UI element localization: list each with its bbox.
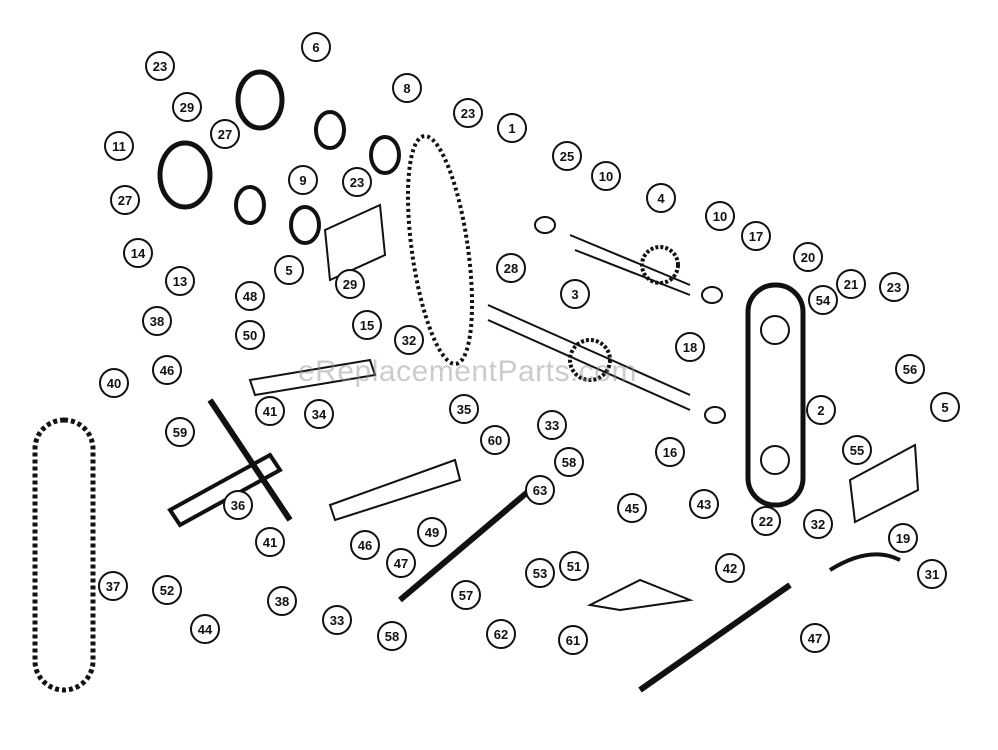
callout-9: 9	[288, 165, 318, 195]
callout-63: 63	[525, 475, 555, 505]
callout-52: 52	[152, 575, 182, 605]
callout-48: 48	[235, 281, 265, 311]
watermark: eReplacementParts.com	[298, 355, 637, 388]
callout-60: 60	[480, 425, 510, 455]
callout-6: 6	[301, 32, 331, 62]
callout-10: 10	[705, 201, 735, 231]
callout-13: 13	[165, 266, 195, 296]
callout-37: 37	[98, 571, 128, 601]
callout-36: 36	[223, 490, 253, 520]
plate-5	[323, 203, 387, 282]
callout-1: 1	[497, 113, 527, 143]
callout-45: 45	[617, 493, 647, 523]
callout-57: 57	[451, 580, 481, 610]
callout-46: 46	[152, 355, 182, 385]
link-34	[248, 358, 377, 397]
callout-31: 31	[917, 559, 947, 589]
callout-41: 41	[255, 527, 285, 557]
callout-17: 17	[741, 221, 771, 251]
callout-43: 43	[689, 489, 719, 519]
callout-22: 22	[751, 506, 781, 536]
callout-49: 49	[417, 517, 447, 547]
callout-15: 15	[352, 310, 382, 340]
callout-54: 54	[808, 285, 838, 315]
bearing-6	[235, 69, 285, 131]
rod-47-right	[638, 582, 792, 693]
callout-5: 5	[274, 255, 304, 285]
callout-32: 32	[394, 325, 424, 355]
callout-56: 56	[895, 354, 925, 384]
callout-28: 28	[496, 253, 526, 283]
callout-21: 21	[836, 269, 866, 299]
callout-3: 3	[560, 279, 590, 309]
callout-61: 61	[558, 625, 588, 655]
callout-46: 46	[350, 530, 380, 560]
callout-38: 38	[267, 586, 297, 616]
plate-5-right	[848, 443, 920, 524]
callout-58: 58	[554, 447, 584, 477]
callout-29: 29	[335, 269, 365, 299]
bearing-11	[157, 140, 213, 210]
callout-53: 53	[525, 558, 555, 588]
callout-38: 38	[142, 306, 172, 336]
shaft-3	[487, 304, 691, 411]
callout-47: 47	[800, 623, 830, 653]
callout-11: 11	[104, 131, 134, 161]
chain-left	[32, 417, 96, 693]
callout-10: 10	[591, 161, 621, 191]
chain-case-1	[405, 134, 475, 366]
callout-34: 34	[304, 399, 334, 429]
callout-23: 23	[145, 51, 175, 81]
callout-20: 20	[793, 242, 823, 272]
callout-23: 23	[342, 167, 372, 197]
callout-23: 23	[453, 98, 483, 128]
callout-19: 19	[888, 523, 918, 553]
callout-32: 32	[803, 509, 833, 539]
callout-58: 58	[377, 621, 407, 651]
callout-5: 5	[930, 392, 960, 422]
callout-33: 33	[322, 605, 352, 635]
callout-29: 29	[172, 92, 202, 122]
callout-8: 8	[392, 73, 422, 103]
callout-25: 25	[552, 141, 582, 171]
callout-16: 16	[655, 437, 685, 467]
callout-35: 35	[449, 394, 479, 424]
callout-14: 14	[123, 238, 153, 268]
callout-4: 4	[646, 183, 676, 213]
callout-44: 44	[190, 614, 220, 644]
callout-40: 40	[99, 368, 129, 398]
callout-55: 55	[842, 435, 872, 465]
callout-27: 27	[110, 185, 140, 215]
callout-59: 59	[165, 417, 195, 447]
callout-2: 2	[806, 395, 836, 425]
rod-47	[398, 487, 532, 603]
bracket-42	[586, 578, 694, 612]
callout-51: 51	[559, 551, 589, 581]
callout-42: 42	[715, 553, 745, 583]
callout-41: 41	[255, 396, 285, 426]
callout-50: 50	[235, 320, 265, 350]
callout-23: 23	[879, 272, 909, 302]
arm-36	[167, 452, 283, 528]
callout-62: 62	[486, 619, 516, 649]
sprocket	[568, 338, 612, 382]
callout-33: 33	[537, 410, 567, 440]
callout-18: 18	[675, 332, 705, 362]
chain-case-2	[745, 282, 806, 508]
link-35	[328, 458, 462, 522]
sprocket	[640, 245, 680, 285]
shaft-4	[569, 234, 691, 296]
callout-27: 27	[210, 119, 240, 149]
guard-19	[828, 552, 901, 572]
callout-47: 47	[386, 548, 416, 578]
